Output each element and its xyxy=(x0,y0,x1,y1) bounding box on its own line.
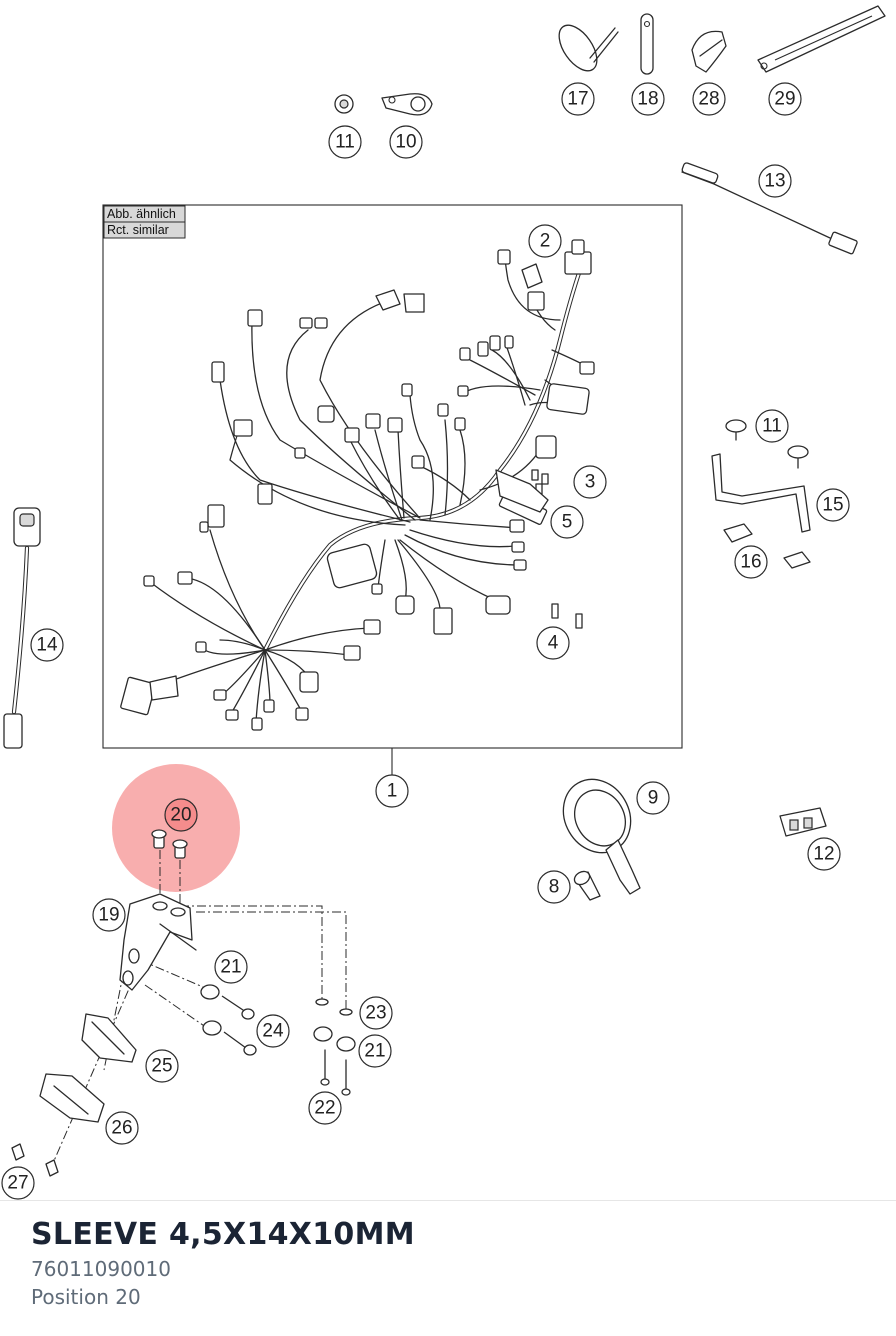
callout-20[interactable]: 20 xyxy=(164,798,198,832)
svg-text:20: 20 xyxy=(170,805,191,826)
callout-24[interactable]: 24 xyxy=(256,1014,290,1048)
part-2-connector[interactable] xyxy=(521,263,543,289)
part-24-screw[interactable] xyxy=(221,995,257,1056)
svg-text:11: 11 xyxy=(762,416,782,437)
callout-8[interactable]: 8 xyxy=(537,870,571,904)
callout-21-right[interactable]: 21 xyxy=(358,1034,392,1068)
part-11-screw-right-a[interactable] xyxy=(725,419,747,441)
svg-text:26: 26 xyxy=(111,1118,132,1139)
callout-14[interactable]: 14 xyxy=(30,628,64,662)
callout-26[interactable]: 26 xyxy=(105,1111,139,1145)
part-position: Position 20 xyxy=(31,1285,141,1309)
part-23-washer[interactable] xyxy=(315,998,353,1016)
callout-27[interactable]: 27 xyxy=(1,1166,35,1200)
svg-text:29: 29 xyxy=(774,89,795,110)
callout-3[interactable]: 3 xyxy=(573,465,607,499)
harness-connectors xyxy=(120,239,595,731)
svg-text:5: 5 xyxy=(562,512,573,533)
svg-text:22: 22 xyxy=(314,1098,335,1119)
svg-text:14: 14 xyxy=(36,635,58,656)
svg-text:18: 18 xyxy=(637,89,658,110)
part-title: SLEEVE 4,5X14X10MM xyxy=(31,1217,415,1252)
part-9-horn[interactable] xyxy=(550,767,643,895)
svg-text:27: 27 xyxy=(7,1173,28,1194)
svg-text:9: 9 xyxy=(648,788,659,809)
svg-text:17: 17 xyxy=(567,89,588,110)
part-13-cable[interactable] xyxy=(681,162,858,255)
svg-text:13: 13 xyxy=(764,171,785,192)
part-18-strap[interactable] xyxy=(640,13,654,75)
callout-22[interactable]: 22 xyxy=(308,1091,342,1125)
svg-text:10: 10 xyxy=(395,132,416,153)
part-info-panel: SLEEVE 4,5X14X10MM 76011090010 Position … xyxy=(0,1200,896,1336)
part-25-cover[interactable] xyxy=(81,1013,137,1063)
part-10-clamp[interactable] xyxy=(381,93,433,116)
callout-17[interactable]: 17 xyxy=(561,82,595,116)
svg-text:16: 16 xyxy=(740,552,761,573)
exploded-parts-diagram: Abb. ähnlich Rct. similar xyxy=(1,5,886,1200)
part-11-nut-top[interactable] xyxy=(334,94,354,114)
callout-21-left[interactable]: 21 xyxy=(214,950,248,984)
callout-10[interactable]: 10 xyxy=(389,125,423,159)
callout-13[interactable]: 13 xyxy=(758,164,792,198)
part-8-bolt[interactable] xyxy=(572,869,601,901)
callout-2[interactable]: 2 xyxy=(528,224,562,258)
part-22-screw[interactable] xyxy=(320,1049,351,1096)
svg-text:12: 12 xyxy=(813,844,834,865)
callout-12[interactable]: 12 xyxy=(807,837,841,871)
part-4-pins[interactable] xyxy=(551,603,583,629)
part-11-screw-right-b[interactable] xyxy=(787,445,809,469)
part-29-strap[interactable] xyxy=(757,5,886,73)
part-27-screws[interactable] xyxy=(11,1143,59,1177)
callout-18[interactable]: 18 xyxy=(631,82,665,116)
callout-11-top[interactable]: 11 xyxy=(328,125,362,159)
svg-text:21: 21 xyxy=(364,1041,385,1062)
part-16-clips[interactable] xyxy=(723,523,811,569)
callout-19[interactable]: 19 xyxy=(92,898,126,932)
callout-16[interactable]: 16 xyxy=(734,545,768,579)
callout-1[interactable]: 1 xyxy=(375,774,409,808)
svg-text:4: 4 xyxy=(548,633,559,654)
callout-25[interactable]: 25 xyxy=(145,1049,179,1083)
part-15-bracket[interactable] xyxy=(711,453,811,533)
svg-text:11: 11 xyxy=(335,132,355,153)
svg-text:8: 8 xyxy=(549,877,560,898)
part-1-wiring-harness[interactable] xyxy=(149,255,591,723)
callout-4[interactable]: 4 xyxy=(536,626,570,660)
part-17-cable-tie[interactable] xyxy=(552,19,619,78)
part-number: 76011090010 xyxy=(31,1257,171,1281)
callout-9[interactable]: 9 xyxy=(636,781,670,815)
part-21-grommet-left[interactable] xyxy=(200,984,222,1036)
part-21-grommet-right[interactable] xyxy=(313,1026,356,1052)
svg-text:19: 19 xyxy=(98,905,119,926)
svg-text:28: 28 xyxy=(698,89,719,110)
callout-23[interactable]: 23 xyxy=(359,996,393,1030)
svg-text:25: 25 xyxy=(151,1056,172,1077)
svg-text:1: 1 xyxy=(387,781,398,802)
note-german: Abb. ähnlich xyxy=(107,207,176,221)
part-26-cover[interactable] xyxy=(39,1073,105,1123)
callout-29[interactable]: 29 xyxy=(768,82,802,116)
note-english: Rct. similar xyxy=(107,223,169,237)
svg-text:2: 2 xyxy=(540,231,551,252)
svg-text:24: 24 xyxy=(262,1021,284,1042)
svg-text:23: 23 xyxy=(365,1003,386,1024)
callout-5[interactable]: 5 xyxy=(550,505,584,539)
part-28-clip[interactable] xyxy=(691,30,727,73)
callout-28[interactable]: 28 xyxy=(692,82,726,116)
part-5-fuse-box[interactable] xyxy=(495,469,549,513)
part-12-connector[interactable] xyxy=(779,807,827,837)
part-19-bracket[interactable] xyxy=(119,893,197,991)
callout-15[interactable]: 15 xyxy=(816,488,850,522)
part-20-sleeve[interactable] xyxy=(151,829,188,859)
part-14-sensor-cable[interactable] xyxy=(3,507,41,749)
svg-text:21: 21 xyxy=(220,957,241,978)
svg-text:3: 3 xyxy=(585,472,596,493)
callout-11-right[interactable]: 11 xyxy=(755,409,789,443)
svg-text:15: 15 xyxy=(822,495,843,516)
